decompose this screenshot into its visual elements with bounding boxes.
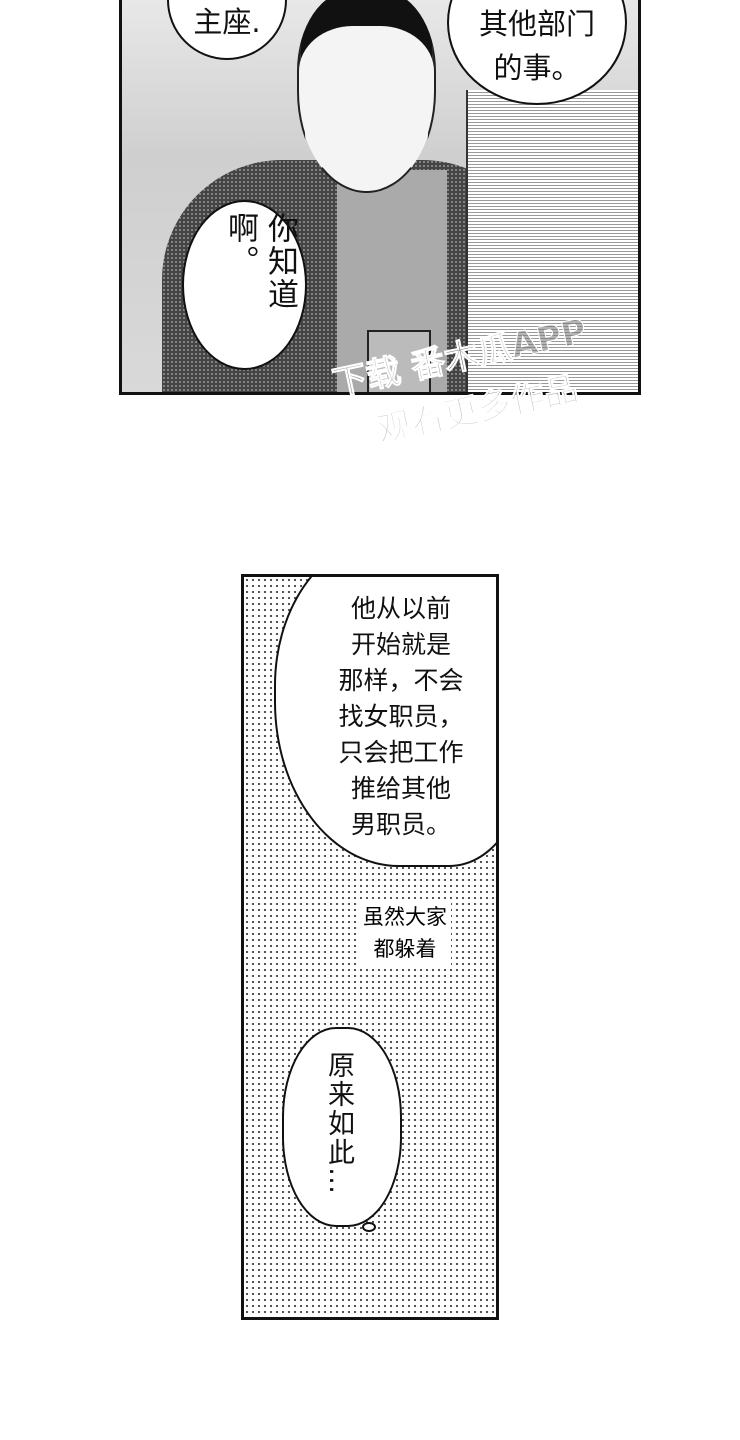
- speech-text: 主座.: [193, 5, 261, 39]
- manga-panel-2: 他从以前 开始就是 那样，不会 找女职员， 只会把工作 推给其他 男职员。 虽然…: [241, 574, 499, 1320]
- thought-dot: [362, 1222, 376, 1232]
- thought-bubble: 原来如此…: [282, 1027, 402, 1227]
- speech-line: 男职员。: [350, 810, 451, 839]
- narration-line: 虽然大家: [363, 905, 447, 929]
- speech-line: 的事。: [493, 51, 581, 85]
- speech-text: 你知道啊。: [222, 212, 298, 311]
- speech-line: 只会把工作: [338, 738, 464, 767]
- speech-line: 那样，不会: [338, 666, 464, 695]
- narration-line: 都躲着: [373, 937, 437, 961]
- manga-panel-1: 主座. 其他部门 的事。 你知道啊。: [119, 0, 641, 395]
- thought-text: 原来如此…: [323, 1051, 354, 1196]
- speech-bubble-left: 你知道啊。: [182, 200, 307, 370]
- speech-line: 其他部门: [478, 7, 595, 41]
- narration: 虽然大家 都躲着: [359, 899, 451, 967]
- speech-bubble-main: 他从以前 开始就是 那样，不会 找女职员， 只会把工作 推给其他 男职员。: [274, 577, 496, 867]
- drink-cup: [367, 330, 431, 392]
- woman-hair: [466, 90, 638, 392]
- speech-line: 推给其他: [350, 774, 451, 803]
- speech-bubble-top-right: 其他部门 的事。: [447, 0, 627, 105]
- speech-bubble-top-left: 主座.: [167, 0, 287, 60]
- speech-line: 找女职员，: [338, 702, 464, 731]
- speech-line: 他从以前: [350, 594, 451, 623]
- speech-line: 开始就是: [350, 630, 451, 659]
- man-head: [297, 0, 436, 193]
